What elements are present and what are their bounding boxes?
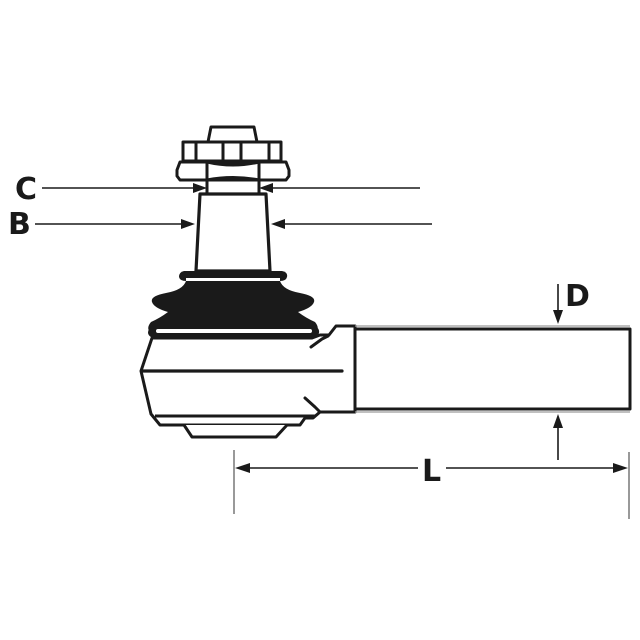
housing [139, 324, 357, 427]
dimension-l: L [233, 450, 630, 519]
arrow-left-icon [235, 463, 250, 473]
label-c: C [15, 172, 37, 207]
arrow-right-icon [193, 183, 207, 193]
arrow-down-icon [553, 310, 563, 324]
dimension-c: C [15, 172, 420, 207]
arrow-left-icon [271, 219, 285, 229]
rubber-boot [148, 271, 320, 338]
arrow-up-icon [553, 414, 563, 428]
shaft [353, 325, 632, 413]
stud-neck [205, 178, 261, 196]
label-l: L [422, 454, 441, 489]
dimension-b: B [8, 207, 432, 242]
tapered-stud [194, 192, 272, 273]
arrow-right-icon [181, 219, 195, 229]
dimension-d: D [553, 279, 590, 460]
arrow-right-icon [613, 463, 628, 473]
castle-nut [181, 125, 283, 163]
label-b: B [8, 207, 31, 242]
arrow-left-icon [259, 183, 273, 193]
bottom-cap [182, 423, 289, 439]
label-d: D [565, 279, 590, 314]
hex-nut [175, 160, 291, 182]
